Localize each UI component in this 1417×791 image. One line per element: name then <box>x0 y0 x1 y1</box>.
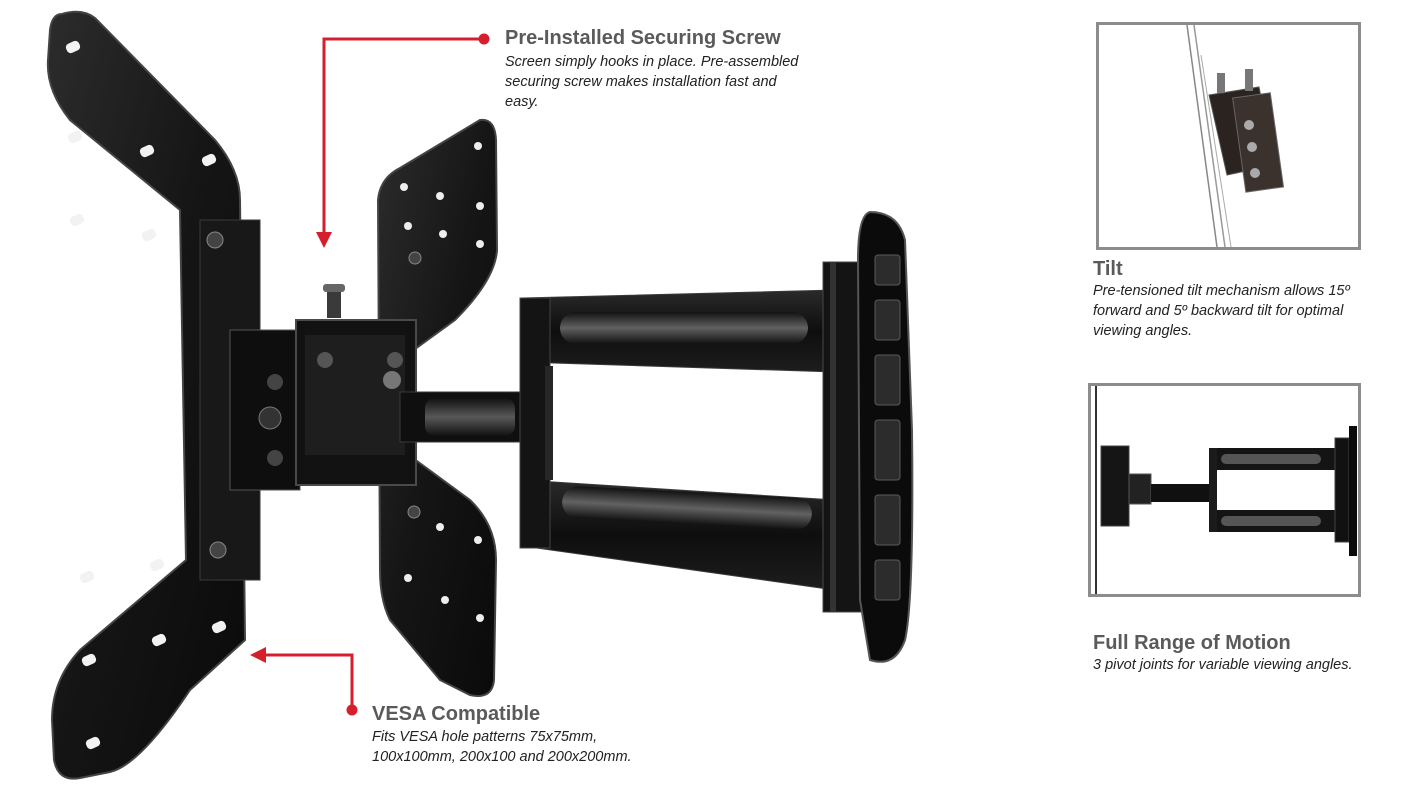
tilt-title: Tilt <box>1093 258 1123 280</box>
tilt-desc-line: viewing angles. <box>1093 323 1193 339</box>
tilt-desc-line: forward and 5º backward tilt for optimal <box>1093 303 1344 319</box>
screw-callout-arrow <box>322 37 484 235</box>
vesa-compatible-description: Fits VESA hole patterns 75x75mm, 100x100… <box>372 727 672 767</box>
motion-title: Full Range of Motion <box>1093 632 1291 654</box>
tilt-desc-line: Pre-tensioned tilt mechanism allows 15º <box>1093 283 1350 299</box>
securing-screw-description: Screen simply hooks in place. Pre-assemb… <box>505 52 815 112</box>
articulating-arms <box>519 289 836 591</box>
tilt-thumbnail <box>1096 22 1361 250</box>
motion-thumbnail <box>1088 383 1361 597</box>
securing-screw <box>327 288 341 318</box>
right-vesa-plate <box>376 118 499 697</box>
securing-screw-desc-line: easy. <box>505 94 539 110</box>
tilt-description: Pre-tensioned tilt mechanism allows 15º … <box>1093 281 1393 341</box>
vesa-holes-right <box>400 142 484 622</box>
wall-plate-ribs <box>874 254 901 601</box>
vesa-callout-dot <box>346 704 358 716</box>
securing-screw-desc-line: securing screw makes installation fast a… <box>505 74 777 90</box>
securing-screw-desc-line: Screen simply hooks in place. Pre-assemb… <box>505 54 799 70</box>
vesa-callout-arrowhead <box>250 647 266 663</box>
vesa-desc-line: 100x100mm, 200x100 and 200x200mm. <box>372 749 632 765</box>
vesa-callout-arrow <box>262 653 354 710</box>
vesa-compatible-title: VESA Compatible <box>372 703 541 725</box>
screw-callout-arrowhead <box>316 232 332 248</box>
vesa-desc-line: Fits VESA hole patterns 75x75mm, <box>372 729 598 745</box>
motion-desc-line: 3 pivot joints for variable viewing angl… <box>1093 657 1353 673</box>
screw-callout-dot <box>478 33 490 45</box>
arm-hinge <box>822 261 864 613</box>
motion-description: 3 pivot joints for variable viewing angl… <box>1093 655 1393 675</box>
tv-mount-product-image <box>46 10 914 780</box>
vesa-holes-left <box>65 40 227 750</box>
range-of-motion-image <box>1095 386 1357 594</box>
tilt-mechanism-image <box>1186 25 1285 247</box>
left-vesa-plate <box>46 10 247 780</box>
callout-arrows <box>250 33 490 716</box>
securing-screw-title: Pre-Installed Securing Screw <box>505 27 781 49</box>
